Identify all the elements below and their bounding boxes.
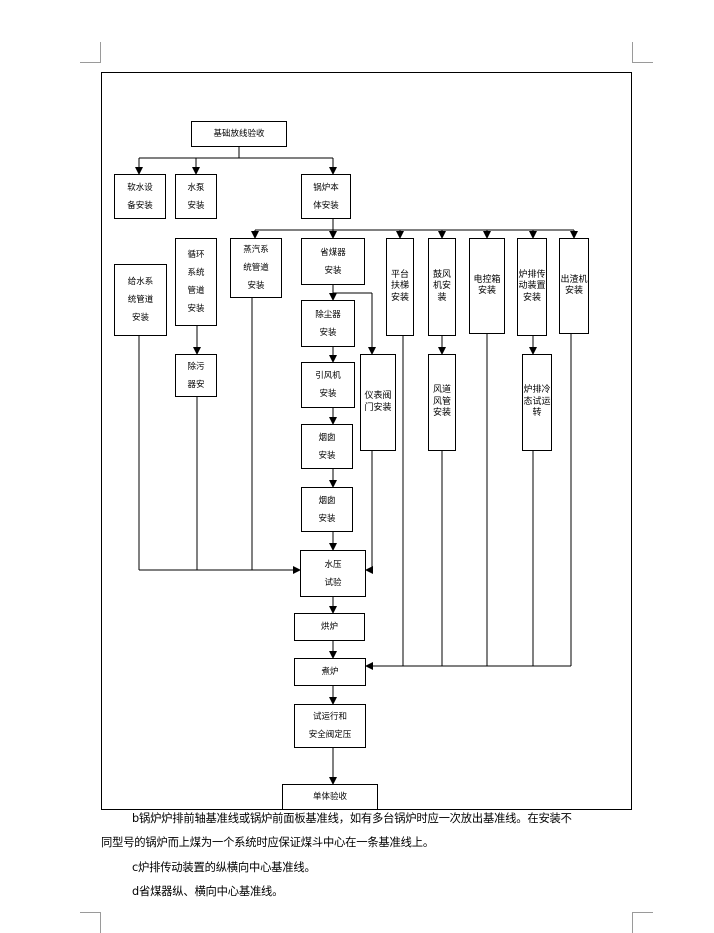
hydro-test-box: 水压 试验 — [300, 550, 366, 597]
dust-collector-box: 除尘器 安装 — [301, 300, 355, 347]
trial-run-box: 试运行和 安全阀定压 — [294, 704, 366, 748]
control-cabinet-box: 电控箱安装 — [469, 238, 505, 334]
crop-mark-top-left — [80, 42, 101, 63]
boiling-out-box: 煮炉 — [294, 658, 366, 686]
induced-fan-box: 引风机 安装 — [301, 362, 355, 408]
paragraph-c: c炉排传动装置的纵横向中心基准线。 — [132, 861, 316, 874]
oven-drying-box: 烘炉 — [294, 613, 365, 641]
crop-mark-bottom-right — [632, 912, 653, 933]
crop-mark-top-right — [632, 42, 653, 63]
foundation-acceptance-box: 基础放线验收 — [191, 121, 287, 147]
feed-water-pipe-box: 给水系 统管道 安装 — [114, 264, 167, 336]
circulation-pipe-box: 循环 系统 管道 安装 — [175, 238, 217, 326]
paragraph-b-line2: 同型号的锅炉而上煤为一个系统时应保证煤斗中心在一条基准线上。 — [101, 836, 434, 849]
steam-pipe-box: 蒸汽系 统管道 安装 — [230, 238, 282, 298]
blower-box: 鼓风机安装 — [428, 238, 456, 336]
water-pump-box: 水泵 安装 — [175, 174, 217, 219]
paragraph-b-line1: b锅炉炉排前轴基准线或锅炉前面板基准线，如有多台锅炉时应一次放出基准线。在安装不 — [132, 812, 572, 825]
air-duct-box: 风道风管安装 — [428, 354, 456, 451]
platform-ladder-box: 平台扶梯安装 — [386, 238, 414, 336]
slag-remover-box: 出渣机安装 — [559, 238, 589, 334]
flue-box-2: 烟囱 安装 — [301, 487, 353, 532]
crop-mark-bottom-left — [80, 912, 101, 933]
desilter-box: 除污 器安 — [175, 354, 217, 397]
soft-water-equipment-box: 软水设 备安装 — [114, 174, 166, 219]
grate-cold-test-box: 炉排冷态试运转 — [522, 354, 552, 451]
grate-drive-box: 炉排传动装置安装 — [517, 238, 547, 336]
instrument-valve-box: 仪表阀门安装 — [360, 354, 396, 451]
final-acceptance-box: 单体验收 — [282, 784, 378, 810]
economizer-box: 省煤器 安装 — [301, 238, 365, 285]
boiler-body-box: 锅炉本 体安装 — [301, 174, 351, 219]
paragraph-d: d省煤器纵、横向中心基准线。 — [132, 885, 284, 898]
flue-box-1: 烟囱 安装 — [301, 424, 353, 469]
